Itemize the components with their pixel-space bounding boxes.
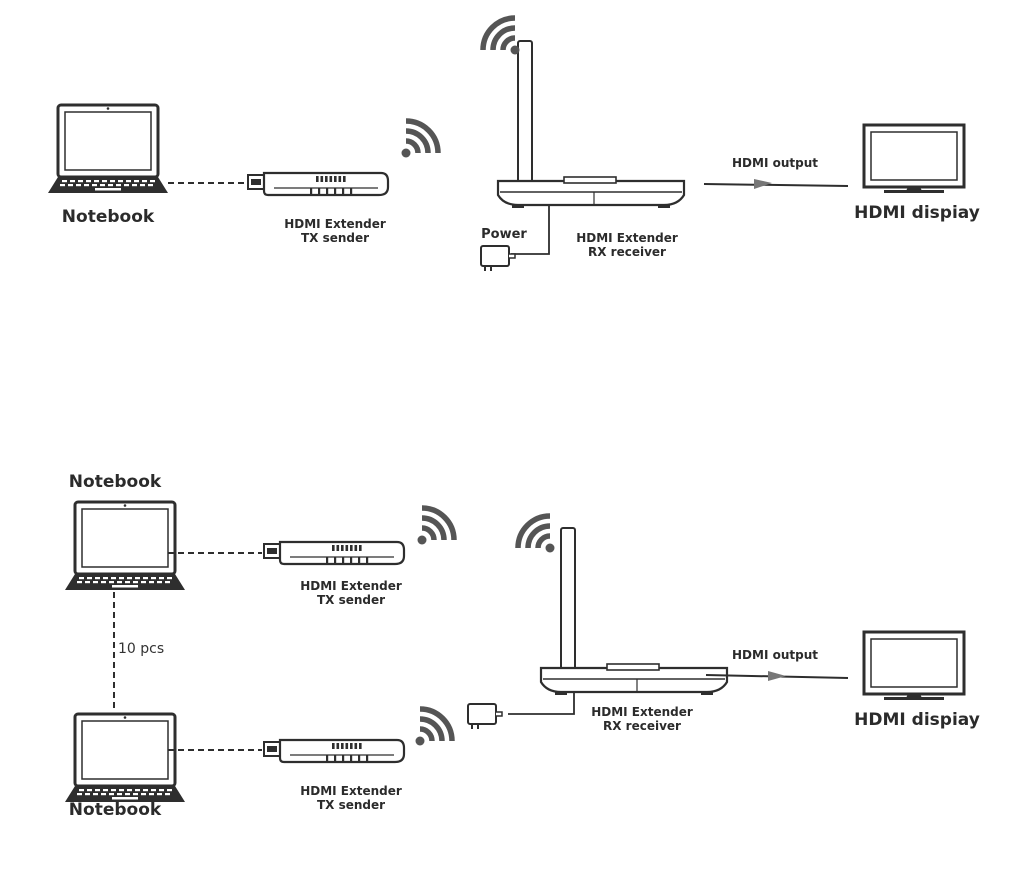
router-icon [496, 39, 686, 210]
output-label: HDMI output [732, 648, 818, 662]
output-cable [703, 183, 849, 187]
power-adapter-icon [467, 703, 503, 730]
power-cable [511, 205, 550, 255]
count-label: 10 pcs [118, 641, 165, 657]
rx-label-line2: RX receiver [588, 244, 666, 259]
tx-dongle-icon [246, 171, 390, 197]
power-label: Power [481, 227, 527, 242]
power-adapter-icon [480, 245, 516, 272]
tx-dongle-icon [262, 540, 406, 566]
wifi-icon [402, 121, 439, 158]
wifi-icon [483, 18, 520, 55]
monitor-icon [862, 630, 966, 702]
arrow-icon [754, 179, 772, 189]
display-label: HDMI dispiay [854, 710, 980, 730]
notebook-label: Notebook [61, 207, 155, 227]
tx-label-line1: HDMI Extender [300, 784, 402, 798]
tx-label-line1: HDMI Extender [284, 217, 386, 231]
tx-label-line2: TX sender [316, 797, 386, 812]
tx-label: HDMI Extender TX sender [286, 579, 416, 608]
arrow-icon [768, 671, 786, 681]
wifi-icon [518, 516, 555, 553]
rx-label-line1: HDMI Extender [591, 705, 693, 719]
tx-label-line2: TX sender [316, 592, 386, 607]
rx-label: HDMI Extender RX receiver [577, 705, 707, 734]
display-label: HDMI dispiay [854, 203, 980, 223]
tx-label-line1: HDMI Extender [300, 579, 402, 593]
wifi-icon [418, 508, 455, 545]
tx-label: HDMI Extender TX sender [270, 217, 400, 246]
tx-label: HDMI Extender TX sender [286, 784, 416, 813]
rx-label-line2: RX receiver [603, 718, 681, 733]
tx-label-line2: TX sender [300, 230, 370, 245]
laptop-icon [46, 103, 170, 195]
tx-dongle-icon [262, 738, 406, 764]
output-label: HDMI output [732, 156, 818, 170]
notebook-label: Notebook [68, 800, 162, 820]
laptop-icon [63, 500, 187, 592]
laptop-icon [63, 712, 187, 804]
monitor-icon [862, 123, 966, 195]
power-cable [508, 692, 575, 715]
router-icon [539, 526, 729, 697]
rx-label-line1: HDMI Extender [576, 231, 678, 245]
rx-label: HDMI Extender RX receiver [562, 231, 692, 260]
notebook-label: Notebook [68, 472, 162, 492]
wifi-icon [416, 709, 453, 746]
